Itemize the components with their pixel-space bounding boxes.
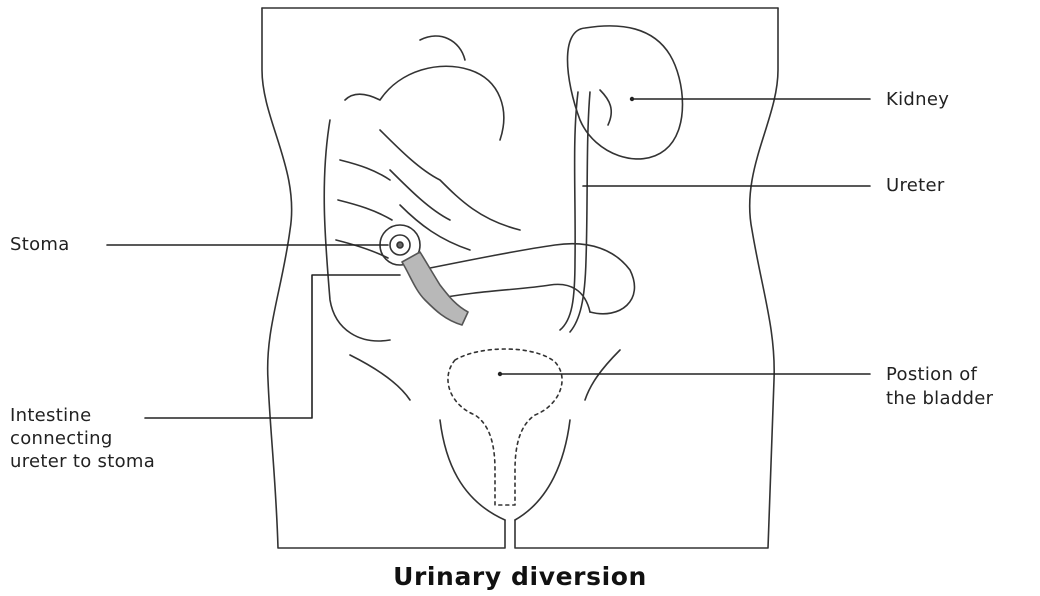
label-intestine-line1: Intestine <box>10 405 91 426</box>
pelvis-line-right <box>585 350 620 400</box>
label-intestine-line2: connecting <box>10 428 113 449</box>
ureter-shape <box>560 92 578 330</box>
bladder-dotted-outline <box>448 349 562 505</box>
colon-shape <box>324 120 390 341</box>
label-intestine-line3: ureter to stoma <box>10 451 155 472</box>
torso-outline <box>262 8 505 548</box>
label-bladder-line1: Postion of <box>886 364 977 385</box>
label-ureter: Ureter <box>886 175 945 196</box>
label-stoma: Stoma <box>10 234 70 255</box>
leader-intestine <box>145 275 400 418</box>
diagram-title: Urinary diversion <box>0 562 1040 591</box>
pelvis-line-left <box>350 355 410 400</box>
label-kidney: Kidney <box>886 89 949 110</box>
label-bladder-line2: the bladder <box>886 388 993 409</box>
torso-outline-right <box>515 8 778 548</box>
kidney-shape <box>568 26 683 159</box>
leg-outline-right <box>515 420 570 520</box>
leader-lines <box>107 99 870 418</box>
